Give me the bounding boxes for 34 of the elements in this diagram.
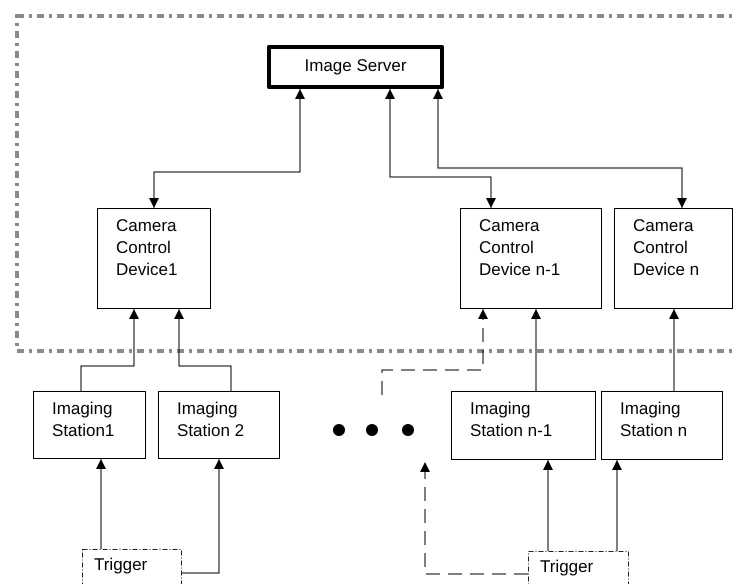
arrow	[433, 88, 687, 208]
node-label: Camera Control Device n-1	[478, 215, 562, 281]
device-box	[601, 391, 723, 460]
trigger-box	[528, 551, 629, 584]
arrow	[420, 462, 528, 574]
node-label: Imaging Station n	[619, 398, 688, 442]
node-label: Trigger	[93, 554, 148, 576]
device-box	[460, 208, 602, 309]
arrow	[531, 308, 541, 392]
arrow	[385, 88, 496, 208]
system-boundary	[15, 14, 736, 353]
device-box	[97, 208, 211, 309]
node-label: Trigger	[539, 556, 594, 578]
arrow	[149, 88, 305, 208]
node-label: Image Server	[303, 55, 408, 77]
node-label: Camera Control Device1	[115, 215, 178, 281]
arrow	[669, 308, 679, 392]
device-box	[614, 208, 733, 309]
node-label: Imaging Station1	[51, 398, 116, 442]
trigger-box	[82, 549, 182, 584]
arrow	[80, 308, 139, 392]
device-box	[158, 391, 280, 459]
device-box	[33, 391, 146, 459]
server-box	[267, 45, 444, 89]
node-label: Imaging Station n-1	[469, 398, 554, 442]
arrow	[543, 460, 553, 552]
arrow	[174, 308, 232, 392]
device-box	[451, 391, 596, 460]
arrow	[96, 458, 106, 550]
arrow	[182, 458, 224, 574]
arrow	[382, 308, 488, 396]
arrow	[612, 460, 622, 552]
node-label: Camera Control Device n	[632, 215, 700, 281]
node-label: Imaging Station 2	[176, 398, 246, 442]
